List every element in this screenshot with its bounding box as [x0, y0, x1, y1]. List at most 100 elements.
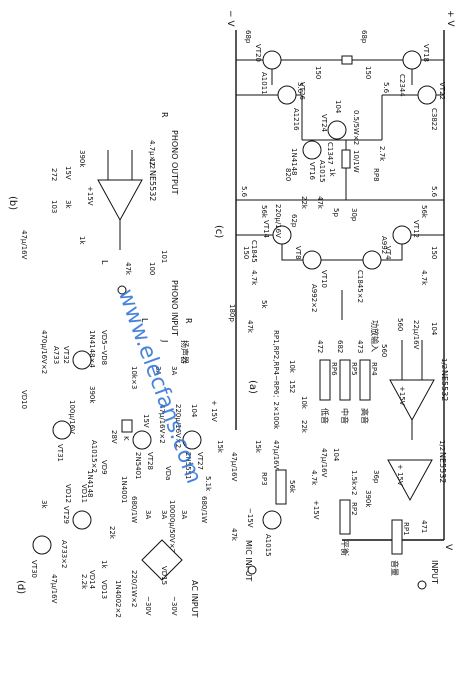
label-104: 104: [334, 100, 342, 114]
label-150b: 150: [314, 66, 322, 79]
transistor-vt26: [277, 85, 297, 105]
label-220-1w: 220/1W×2: [130, 570, 138, 607]
transistor-vt30: [32, 535, 52, 555]
label-c3822: C3822: [430, 108, 438, 131]
transistor-mic-a1015: [262, 510, 282, 530]
label-vt8: VT8: [294, 246, 302, 260]
label-vt10: VT10: [320, 270, 328, 288]
label-22u: 22μ/16V: [412, 320, 420, 350]
label-100: 100: [148, 262, 156, 275]
label-22kc: 22k: [300, 420, 308, 434]
label-473: 473: [356, 340, 364, 353]
transistor-vt16: [302, 140, 322, 160]
label-ps-plus15: + 15V: [210, 400, 218, 422]
relay-k: [121, 419, 133, 433]
transistor-vt27: [182, 430, 202, 450]
label-a733: A733: [52, 346, 60, 364]
label-c1845: C1845: [250, 240, 258, 263]
label-1n4002: 1N4002×2: [114, 580, 122, 618]
label-470u: 470μ/16V×2: [40, 330, 48, 374]
label-vt27: VT27: [196, 452, 204, 470]
label-mic-input: MIC INPUT: [244, 540, 253, 581]
label-a1015x2: A1015×2: [90, 440, 98, 473]
label-56b: 5.6: [296, 82, 304, 94]
label-560: 560: [396, 318, 404, 331]
pot-rp2: [339, 499, 351, 535]
transistor-vt28: [132, 430, 152, 450]
label-5-6c: 5.6: [430, 186, 438, 198]
label-plus15-u2: + 15V: [396, 464, 404, 486]
label-47ub: 47μ/16V: [320, 448, 328, 478]
label-vt22: VT22: [438, 82, 446, 100]
pot-rp1: [391, 519, 403, 555]
label-r-05-5w: 0.5/5W×2: [352, 110, 360, 145]
label-220u2: 220μ/16V×2: [174, 404, 182, 448]
label-1-5kx2: 1.5k×2: [350, 470, 358, 496]
label-101: 101: [160, 250, 168, 263]
label-560b: 560: [380, 344, 388, 357]
label-vd9: VD9: [100, 460, 108, 475]
label-28v: 28V: [110, 430, 118, 444]
label-vd11: VD11: [80, 484, 88, 503]
transistor-vt24: [327, 120, 347, 140]
label-5p: 5p: [332, 208, 340, 217]
label-phono-input: PHONO INPUT: [170, 280, 179, 336]
label-treble: 高音: [360, 408, 370, 424]
label-103: 103: [50, 200, 58, 213]
label-ac-input: AC INPUT: [190, 580, 199, 617]
label-half-u3: 1/2: [148, 158, 156, 169]
label-rp-note: RP1,RP2,RP4~RP6：2×100k: [272, 330, 280, 430]
label-ac-30-b: ~30V: [144, 596, 152, 616]
label-472: 472: [316, 340, 324, 353]
label-1n4148-d: 1N4148: [86, 470, 94, 498]
label-56k: 56k: [420, 205, 428, 219]
label-rp2: RP2: [350, 502, 358, 516]
label-rp4: RP4: [370, 362, 378, 376]
label-3k: 3k: [64, 200, 72, 209]
label-vt28: VT28: [146, 452, 154, 470]
label-2-7k: 2.7k: [378, 146, 386, 162]
label-152: 152: [288, 380, 296, 393]
label-150c: 150: [430, 246, 438, 259]
label-j: J: [160, 339, 169, 342]
label-c1347: C1347: [326, 142, 334, 165]
label-half-u2: 1/2: [438, 440, 446, 451]
label-input: INPUT: [430, 560, 439, 584]
label-15k: 15k: [254, 440, 262, 454]
label-a1011: A1011: [260, 72, 268, 95]
label-47kc: 47k: [246, 320, 254, 334]
label-speaker: 扬声器: [180, 340, 190, 364]
input-jack: [417, 580, 427, 590]
label-272: 272: [50, 168, 58, 181]
label-balance: 平衡: [340, 540, 350, 556]
label-22k: 22k: [300, 196, 308, 210]
label-150d: 150: [242, 246, 250, 259]
label-680-1w-b: 680/1W: [130, 496, 138, 523]
resistor-05-5w: [341, 55, 353, 65]
label-vd-a: VDa: [164, 466, 172, 480]
pot-rp6: [319, 359, 331, 401]
label-a733x2: A733×2: [60, 540, 68, 568]
section-c-power-amplifier: + V − V V VT18 C2344 VT22 C3822 VT26 A12…: [213, 10, 455, 551]
label-ne5532-u3: NE5532: [148, 170, 157, 201]
label-22k-d: 22k: [108, 526, 116, 540]
section-a-label: (a): [247, 380, 258, 394]
opamp-u1: [389, 379, 435, 422]
label-47u: 47μ/16V: [230, 452, 238, 482]
label-47u4: 47μ/16V: [50, 574, 58, 604]
label-100u: 100μ/16V: [68, 400, 76, 434]
label-a1015: A1015: [318, 160, 326, 183]
label-390k: 390k: [364, 490, 372, 508]
pot-rp5: [339, 359, 351, 401]
label-vt30: VT30: [30, 560, 38, 578]
label-phono-l: L: [100, 260, 109, 265]
label-vt16: VT16: [308, 162, 316, 181]
label-1k-f: 1k: [100, 560, 108, 569]
label-fuse-e: 3A: [144, 510, 152, 519]
label-plus15-u3: +15V: [86, 186, 94, 206]
section-b-phono-preamp: NE5532 1/2 +15V PHONO OUTPUT R 4.7μ×2 39…: [7, 112, 179, 336]
label-vt4: VT4: [384, 246, 392, 260]
label-1k: 1k: [328, 168, 336, 177]
label-a992: A992: [380, 236, 388, 254]
transistor-vt18: [402, 50, 422, 70]
